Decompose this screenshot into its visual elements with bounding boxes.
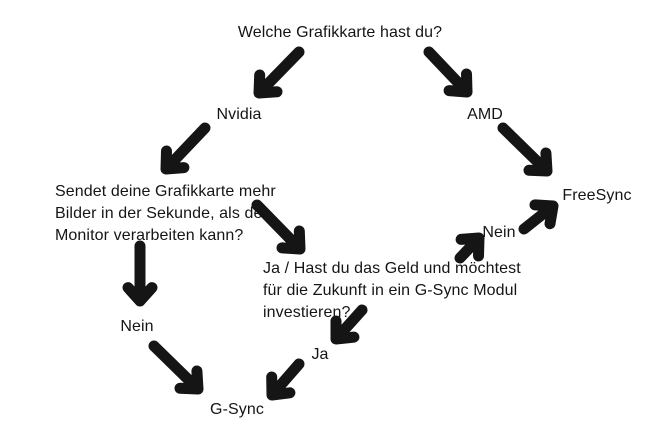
- node-amd: AMD: [467, 106, 503, 123]
- arrow-root-to-amd: [423, 46, 473, 98]
- arrow-gsync-question-to-nein-right: [454, 232, 485, 264]
- arrow-nein-left-to-g-sync: [148, 340, 204, 395]
- node-root-question: Welche Grafikkarte hast du?: [237, 24, 443, 41]
- node-freesync: FreeSync: [562, 187, 632, 204]
- arrow-fps-question-to-nein-left: [122, 240, 158, 307]
- node-nein-left: Nein: [120, 318, 154, 335]
- arrow-ja-to-g-sync: [266, 358, 305, 401]
- node-nein-right: Nein: [482, 224, 516, 241]
- node-fps-question: Sendet deine Grafikkarte mehr Bilder in …: [55, 183, 276, 244]
- node-ja: Ja: [311, 346, 329, 363]
- node-gsync-question: Ja / Hast du das Geld und möchtest für d…: [263, 260, 521, 321]
- arrow-amd-to-freesync: [497, 122, 553, 177]
- arrow-nvidia-to-fps-question: [160, 122, 211, 175]
- node-nvidia: Nvidia: [216, 106, 262, 123]
- arrow-root-to-nvidia: [253, 46, 305, 99]
- node-g-sync: G-Sync: [210, 401, 264, 418]
- arrow-fps-question-to-gsync-question: [251, 199, 306, 255]
- arrow-nein-right-to-freesync: [518, 199, 559, 235]
- arrow-gsync-question-to-ja: [330, 304, 368, 345]
